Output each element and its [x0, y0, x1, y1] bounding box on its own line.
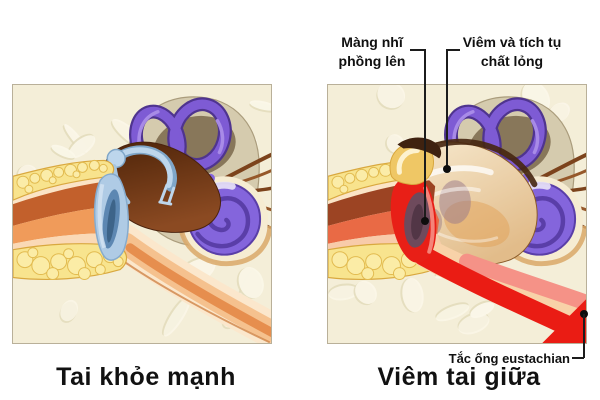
label-blocked-tube: Tắc ống eustachian	[448, 351, 570, 366]
eustachian-tube	[106, 223, 271, 343]
bulging-eardrum	[390, 175, 437, 263]
swollen-tissue	[389, 137, 442, 186]
leader-dot-bulging	[421, 217, 429, 225]
label-bulging-line2: phồng lên	[338, 53, 406, 69]
leader-stub-bulging	[410, 49, 426, 51]
leader-stub-tube	[572, 357, 584, 359]
leader-line-tube	[583, 314, 585, 358]
panel-healthy-ear	[12, 84, 272, 344]
leader-stub-fluid	[446, 49, 460, 51]
leader-dot-fluid	[443, 165, 451, 173]
label-bulging-eardrum: Màng nhĩ phồng lên	[322, 33, 422, 71]
fatty-tissue-upper	[13, 159, 115, 201]
healthy-ear-title: Tai khỏe mạnh	[56, 363, 236, 391]
panel-otitis-media	[327, 84, 587, 344]
label-fluid-line1: Viêm và tích tụ	[462, 34, 562, 50]
label-fluid-buildup: Viêm và tích tụ chất lỏng	[457, 33, 567, 71]
leader-line-bulging	[424, 49, 426, 221]
eustachian-tube-blocked	[412, 238, 586, 343]
otitis-media-illustration	[328, 85, 586, 343]
eardrum	[93, 173, 129, 261]
leader-line-fluid	[446, 49, 448, 169]
label-bulging-line1: Màng nhĩ	[341, 34, 403, 50]
otitis-media-title: Viêm tai giữa	[377, 363, 541, 391]
healthy-ear-illustration	[13, 85, 271, 343]
label-fluid-line2: chất lỏng	[480, 53, 544, 69]
